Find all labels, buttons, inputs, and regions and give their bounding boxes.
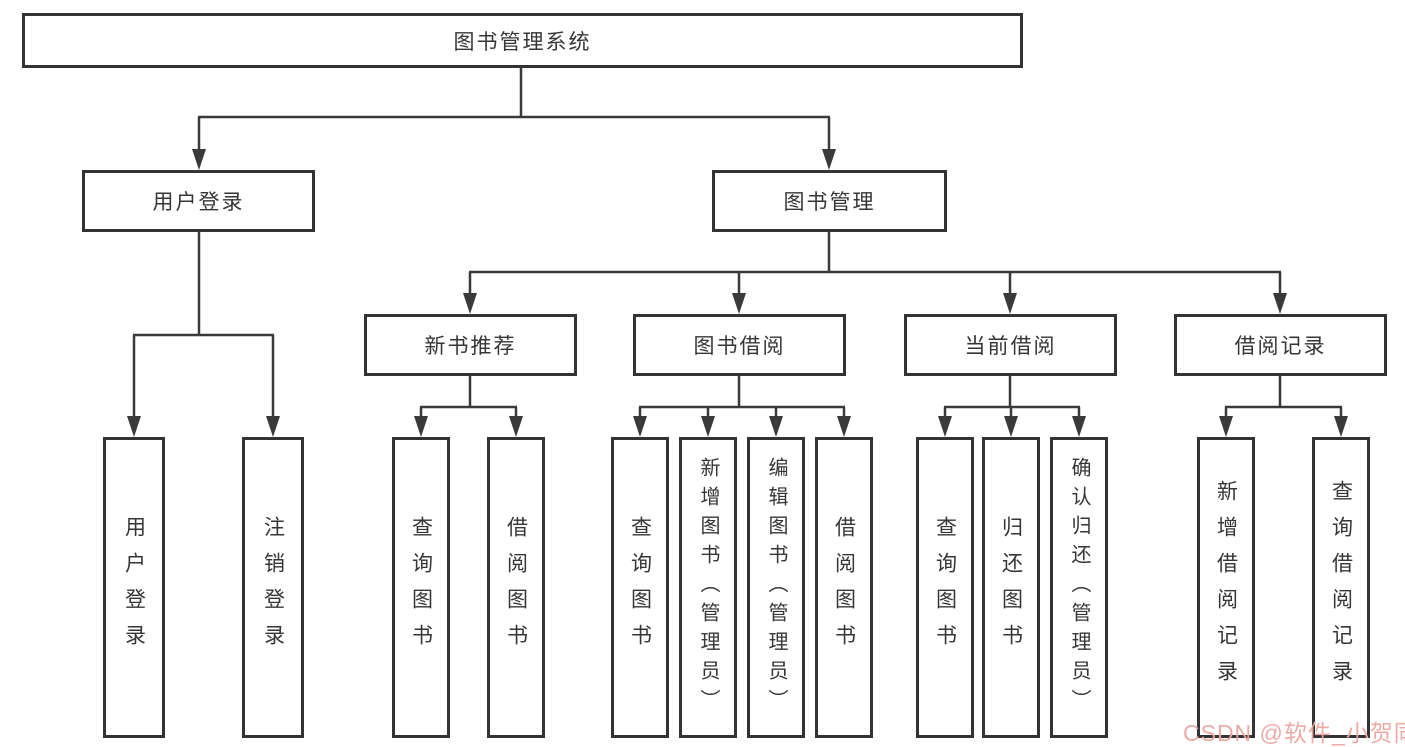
node-borrowing-records-label: 借阅记录 — [1234, 335, 1327, 358]
leaf-edit-book-admin: 编辑图书（管理员） — [747, 437, 805, 738]
leaf-add-book-admin-label: 新增图书（管理员） — [697, 457, 719, 718]
node-book-management-label: 图书管理 — [783, 191, 876, 214]
csdn-watermark: CSDN @软件_小贺同学 — [1183, 720, 1405, 746]
leaf-logout: 注销登录 — [242, 437, 304, 738]
leaf-borrow-books-recommend: 借阅图书 — [487, 437, 545, 738]
node-current-borrowing-label: 当前借阅 — [964, 335, 1057, 358]
leaf-user-login-label: 用户登录 — [122, 515, 146, 660]
leaf-return-books: 归还图书 — [982, 437, 1040, 738]
leaf-borrow-books-borrowing: 借阅图书 — [815, 437, 873, 738]
leaf-edit-book-admin-label: 编辑图书（管理员） — [765, 457, 787, 718]
leaf-user-login: 用户登录 — [103, 437, 165, 738]
node-borrowing-records: 借阅记录 — [1174, 314, 1387, 376]
connector-borrowing-records-children — [1219, 375, 1348, 437]
leaf-logout-label: 注销登录 — [261, 515, 285, 660]
connector-new-book-children — [414, 375, 523, 437]
connector-current-borrowing-children — [938, 375, 1086, 437]
node-book-borrowing-label: 图书借阅 — [693, 335, 786, 358]
leaf-add-borrow-record-label: 新增借阅记录 — [1214, 479, 1238, 696]
node-root: 图书管理系统 — [22, 13, 1023, 68]
node-user-login-label: 用户登录 — [152, 191, 245, 214]
node-user-login: 用户登录 — [82, 170, 315, 232]
leaf-query-books-borrowing: 查询图书 — [611, 437, 669, 738]
leaf-query-books-recommend: 查询图书 — [392, 437, 450, 738]
leaf-query-books-recommend-label: 查询图书 — [409, 515, 433, 660]
leaf-confirm-return-admin: 确认归还（管理员） — [1050, 437, 1108, 738]
connector-root-to-level2 — [192, 68, 836, 170]
leaf-borrow-books-recommend-label: 借阅图书 — [504, 515, 528, 660]
leaf-return-books-label: 归还图书 — [999, 515, 1023, 660]
leaf-query-books-borrowing-label: 查询图书 — [628, 515, 652, 660]
leaf-query-borrow-record: 查询借阅记录 — [1312, 437, 1370, 738]
node-book-borrowing: 图书借阅 — [633, 314, 846, 376]
connector-book-management-children — [463, 231, 1287, 314]
leaf-query-books-current-label: 查询图书 — [933, 515, 957, 660]
connector-user-login-children — [127, 231, 280, 437]
node-root-label: 图书管理系统 — [453, 30, 592, 54]
connector-book-borrowing-children — [633, 375, 851, 437]
leaf-query-borrow-record-label: 查询借阅记录 — [1329, 479, 1353, 696]
node-new-book-recommend-label: 新书推荐 — [424, 335, 517, 358]
leaf-add-book-admin: 新增图书（管理员） — [679, 437, 737, 738]
node-current-borrowing: 当前借阅 — [904, 314, 1117, 376]
leaf-confirm-return-admin-label: 确认归还（管理员） — [1068, 457, 1090, 718]
leaf-query-books-current: 查询图书 — [916, 437, 974, 738]
leaf-add-borrow-record: 新增借阅记录 — [1197, 437, 1255, 738]
leaf-borrow-books-borrowing-label: 借阅图书 — [832, 515, 856, 660]
node-book-management: 图书管理 — [712, 170, 947, 232]
node-new-book-recommend: 新书推荐 — [364, 314, 577, 376]
